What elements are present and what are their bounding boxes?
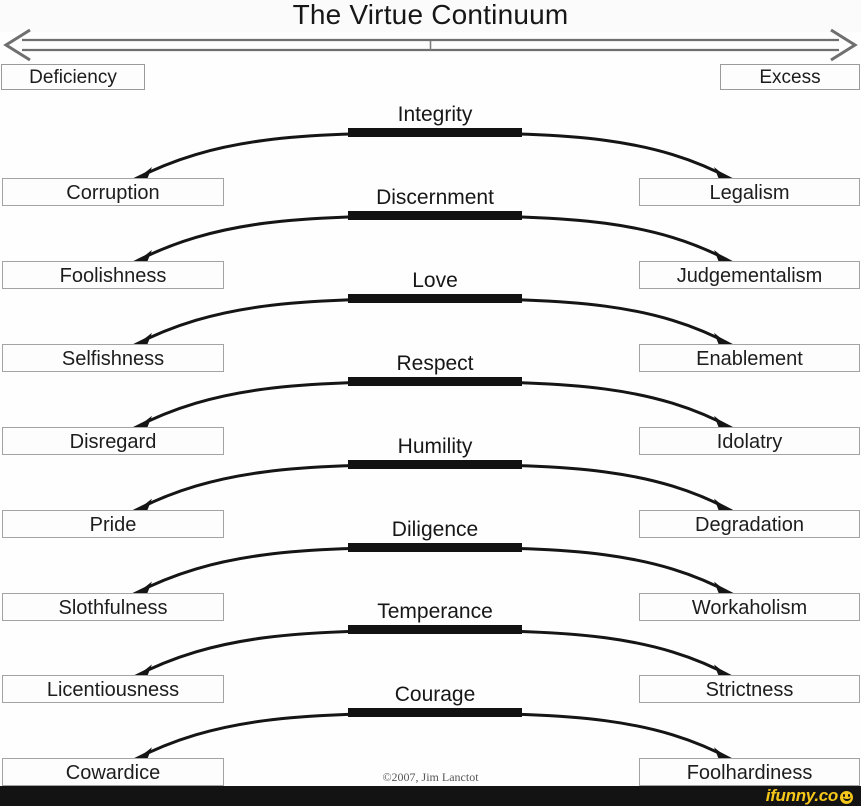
excess-box: Idolatry bbox=[639, 426, 860, 455]
deficiency-box: Slothfulness bbox=[2, 592, 224, 621]
ifunny-watermark: ifunny.co bbox=[766, 786, 853, 806]
virtue-arc bbox=[131, 545, 735, 596]
virtue-label: Humility bbox=[397, 434, 473, 458]
virtue-bar bbox=[348, 542, 522, 552]
virtue-label: Discernment bbox=[376, 185, 494, 209]
virtue-arc bbox=[131, 380, 735, 431]
virtue-label: Love bbox=[412, 268, 458, 292]
excess-box: Workaholism bbox=[639, 592, 860, 621]
virtue-bar bbox=[348, 708, 522, 718]
deficiency-box: Corruption bbox=[2, 178, 224, 206]
virtue-label: Temperance bbox=[377, 600, 493, 624]
deficiency-box: Cowardice bbox=[2, 758, 224, 787]
virtue-arc bbox=[131, 463, 735, 514]
excess-box: Judgementalism bbox=[639, 260, 860, 289]
virtue-label: Integrity bbox=[397, 103, 473, 126]
excess-pole-label: Excess bbox=[720, 64, 860, 90]
arrow-left-outline-icon bbox=[3, 28, 31, 62]
virtue-arc bbox=[131, 297, 735, 348]
excess-box: Degradation bbox=[639, 509, 860, 538]
copyright-notice: ©2007, Jim Lanctot bbox=[382, 770, 479, 784]
virtue-bar bbox=[348, 459, 522, 469]
virtue-label: Respect bbox=[396, 351, 474, 375]
deficiency-box: Foolishness bbox=[2, 260, 224, 289]
watermark-text: ifunny.co bbox=[765, 786, 839, 805]
page-title: The Virtue Continuum bbox=[0, 0, 861, 32]
smiley-face-icon bbox=[840, 790, 853, 804]
deficiency-box: Selfishness bbox=[2, 343, 224, 372]
excess-box: Foolhardiness bbox=[639, 758, 860, 787]
virtue-arc bbox=[131, 131, 735, 182]
virtue-label: Diligence bbox=[391, 517, 479, 541]
virtue-bar bbox=[348, 128, 522, 137]
virtue-bar bbox=[348, 210, 522, 220]
virtue-arc bbox=[131, 628, 735, 679]
continuum-axis bbox=[3, 28, 858, 62]
arrow-right-outline-icon bbox=[830, 28, 858, 62]
bottom-black-band bbox=[0, 786, 861, 806]
virtue-label: Courage bbox=[394, 683, 476, 707]
virtue-bar bbox=[348, 293, 522, 303]
virtue-bar bbox=[348, 625, 522, 635]
excess-box: Enablement bbox=[639, 343, 860, 372]
deficiency-pole-label: Deficiency bbox=[1, 64, 145, 90]
excess-box: Legalism bbox=[639, 178, 860, 206]
virtue-arc bbox=[131, 214, 735, 265]
excess-box: Strictness bbox=[639, 675, 860, 704]
virtue-bar bbox=[348, 376, 522, 386]
deficiency-box: Licentiousness bbox=[2, 675, 224, 704]
deficiency-box: Pride bbox=[2, 509, 224, 538]
virtue-arc bbox=[131, 711, 735, 762]
deficiency-box: Disregard bbox=[2, 426, 224, 455]
